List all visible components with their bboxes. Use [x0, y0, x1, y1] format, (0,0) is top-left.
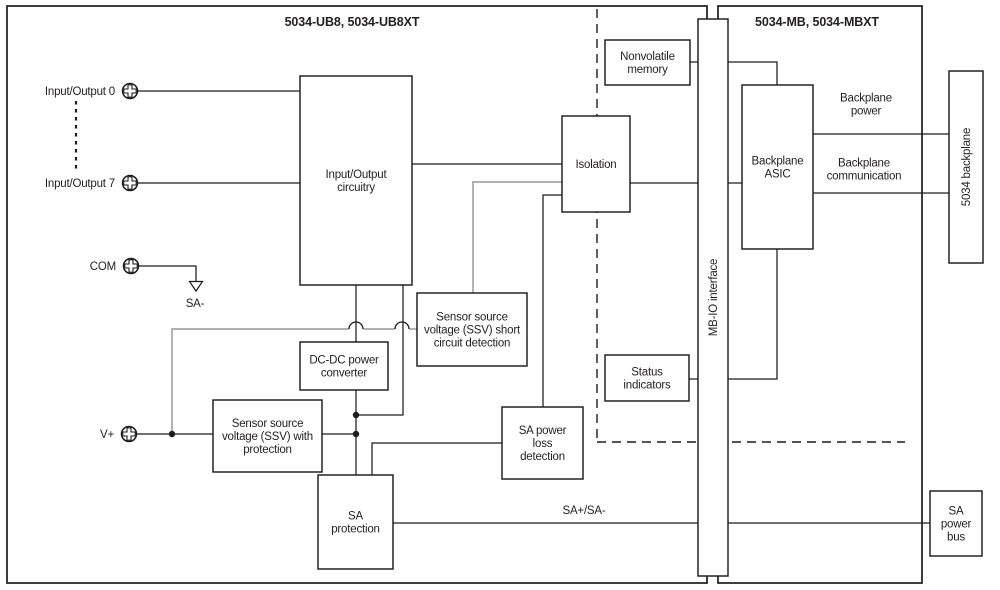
junction-dot-2 — [352, 430, 360, 438]
isolation-label: Isolation — [575, 159, 616, 171]
backplane-5034 — [948, 70, 984, 264]
io-circuitry — [299, 75, 413, 286]
terminal-v-plus-label: V+ — [100, 429, 114, 441]
wire-bar-to-asic-top — [728, 61, 778, 85]
ssv-short-circuit-detection — [416, 292, 528, 367]
label-sa-plus-minus: SA+/SA- — [562, 505, 605, 517]
terminal-v-plus-icon — [120, 425, 138, 443]
mb-io-interface-label: MB-IO interface — [708, 259, 720, 337]
wire-isolation-to-sa-loss — [542, 194, 562, 407]
isolation — [561, 115, 631, 213]
gray-isolation-to-ssv-short-top — [472, 181, 562, 293]
junction-dot-0 — [168, 430, 176, 438]
dc-dc-power-converter — [299, 341, 389, 391]
wire-hop-1 — [348, 321, 364, 330]
module-mb-section-title: 5034-MB, 5034-MBXT — [755, 15, 879, 29]
junction-dot-1 — [352, 411, 360, 419]
terminal-com-icon — [122, 257, 140, 275]
terminal-input-output-7-icon — [121, 174, 139, 192]
terminal-input-output-0-cross-icon — [123, 84, 137, 98]
backplane-asic — [741, 84, 814, 250]
status-indicators — [604, 354, 690, 402]
terminal-input-output-0-label: Input/Output 0 — [45, 86, 115, 98]
wire-sa-protection-to-sa-loss — [371, 442, 502, 475]
terminal-com-cross-icon — [124, 259, 138, 273]
wire-com-to-sa-minus — [139, 265, 197, 281]
nonvolatile-memory — [604, 39, 691, 86]
terminal-input-output-7-cross-icon — [123, 176, 137, 190]
terminal-v-plus-cross-icon — [122, 427, 136, 441]
wire-hop-2 — [394, 321, 410, 330]
module-io-section-title: 5034-UB8, 5034-UB8XT — [285, 15, 420, 29]
sa-protection — [317, 474, 394, 570]
sa-minus-ground-symbol — [188, 280, 204, 293]
terminal-input-output-7-label: Input/Output 7 — [45, 178, 115, 190]
sa-power-bus — [929, 490, 983, 557]
terminal-com-label: COM — [90, 261, 116, 273]
ssv-with-protection — [212, 399, 323, 473]
wire-circuitry-right-down — [356, 285, 404, 416]
gray-vplus-riser — [171, 328, 349, 434]
wire-asic-bottom-to-bar — [728, 249, 778, 380]
mb-io-interface — [697, 18, 729, 577]
label-sa-minus: SA- — [186, 298, 205, 310]
sa-power-loss-detection — [501, 406, 584, 480]
terminal-input-output-0-icon — [121, 82, 139, 100]
backplane-5034-label: 5034 backplane — [961, 128, 973, 206]
